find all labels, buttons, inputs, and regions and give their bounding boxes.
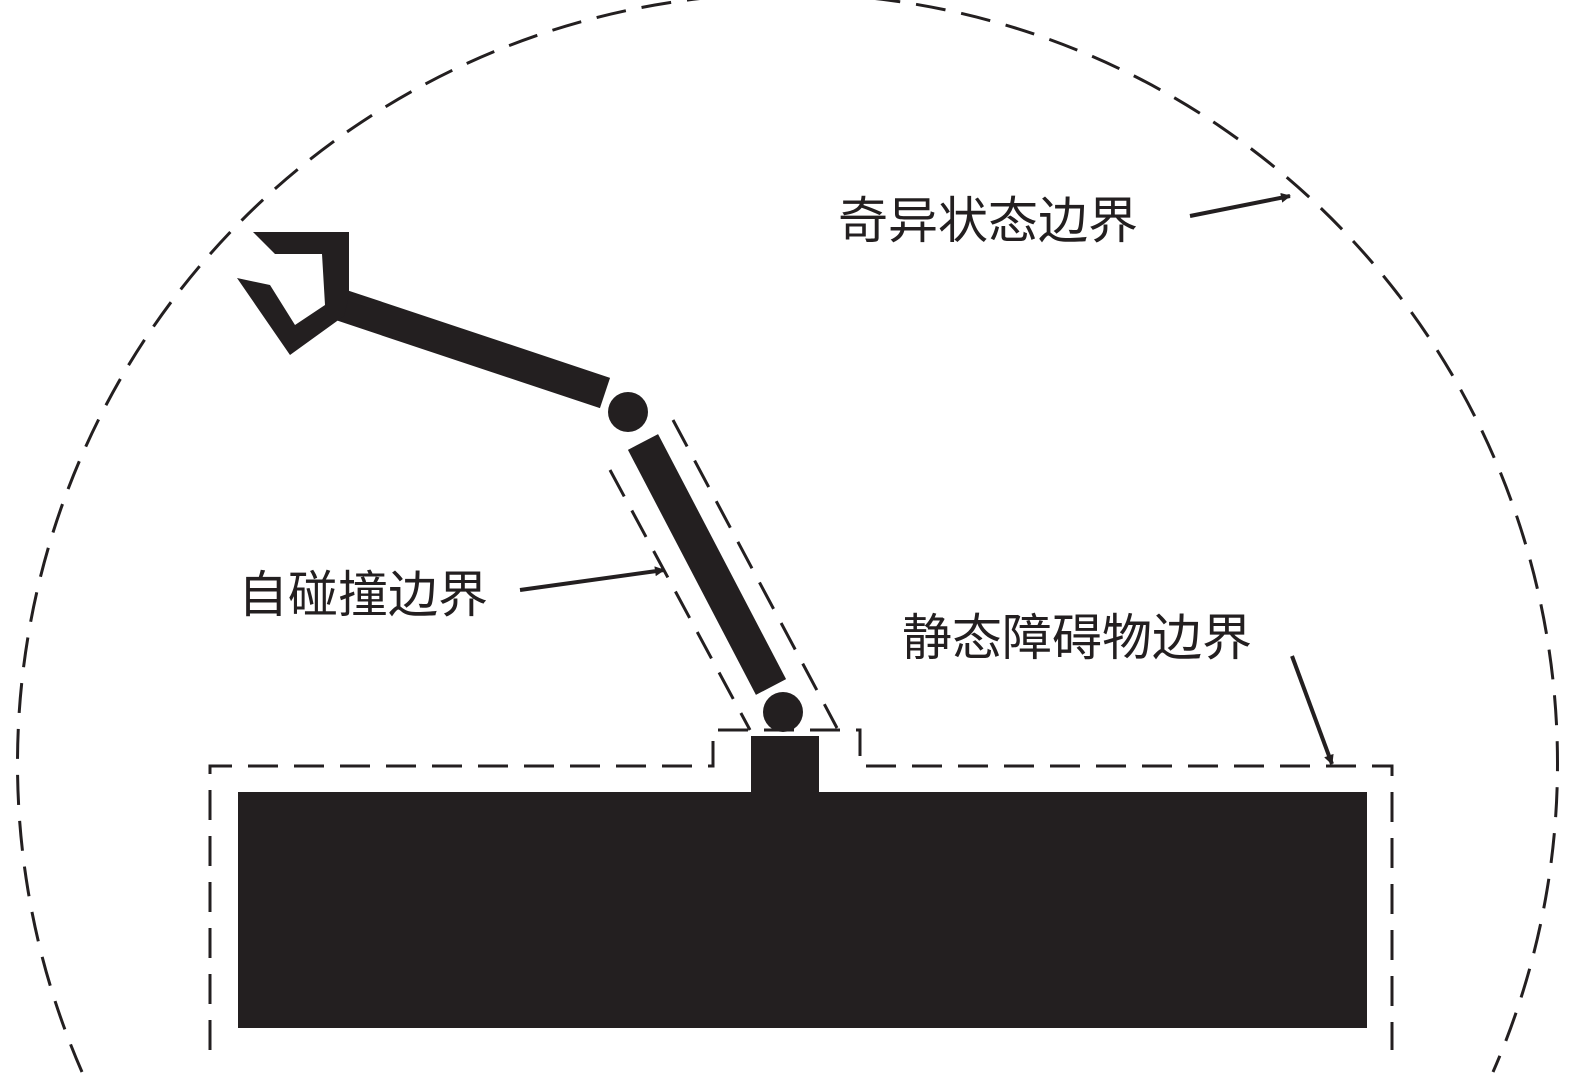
self-collision-boundary-right — [671, 419, 839, 729]
static-obstacle-boundary-label: 静态障碍物边界 — [902, 609, 1252, 667]
lower-arm-link — [627, 434, 787, 695]
self-collision-boundary-arrow — [519, 566, 665, 592]
self-collision-boundary-left — [608, 469, 752, 731]
self-collision-boundary-label: 自碰撞边界 — [238, 566, 488, 624]
singularity-boundary-label: 奇异状态边界 — [838, 192, 1138, 250]
static-obstacle-boundary-arrow — [1290, 655, 1334, 765]
gripper-end-effector — [237, 232, 349, 355]
base-platform — [238, 792, 1367, 1028]
elbow-joint — [608, 392, 648, 432]
singularity-boundary-arc — [16, 0, 1559, 1073]
base-joint — [763, 692, 803, 732]
robot-pedestal — [751, 736, 819, 794]
upper-arm-link — [332, 288, 611, 409]
singularity-boundary-arrow — [1189, 192, 1291, 218]
